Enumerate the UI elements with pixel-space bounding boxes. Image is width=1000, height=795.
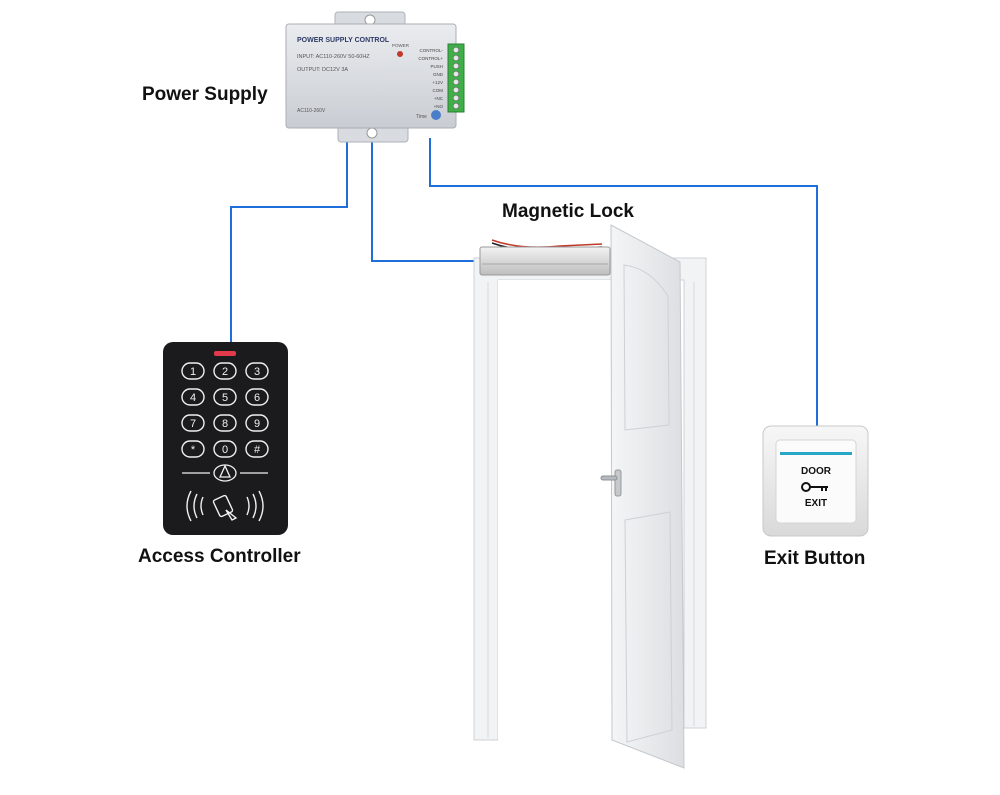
access-controller-label: Access Controller — [138, 546, 301, 567]
svg-text:4: 4 — [190, 392, 196, 404]
svg-text:*: * — [191, 444, 196, 456]
svg-text:8: 8 — [222, 418, 228, 430]
keypad-key: # — [245, 440, 269, 458]
psu-terminal-label: +NO — [434, 104, 444, 109]
psu-terminal-block — [447, 43, 465, 113]
card-reader-icon — [186, 490, 264, 522]
keypad-key: * — [181, 440, 205, 458]
door-handle-icon — [600, 469, 622, 497]
access-controller-keypad: 1 2 3 4 5 6 7 — [163, 342, 288, 535]
magnetic-lock-body — [479, 246, 611, 276]
door-panel — [610, 224, 685, 769]
magnetic-lock — [479, 239, 611, 276]
psu-input-spec: INPUT: AC110-260V 50-60HZ — [297, 54, 370, 60]
door-opening — [498, 280, 612, 740]
exit-button-label: Exit Button — [764, 548, 866, 569]
psu-time-knob-icon — [431, 110, 441, 120]
psu-power-label: POWER — [392, 43, 410, 48]
psu-output-spec: OUTPUT: DC12V 3A — [297, 67, 348, 73]
psu-terminal-label: GND — [433, 72, 444, 77]
psu-terminal-label: +12V — [432, 80, 443, 85]
psu-terminal-label: COM — [433, 88, 444, 93]
svg-text:0: 0 — [222, 444, 228, 456]
exit-button-exit-text: EXIT — [805, 498, 827, 509]
psu-terminal-label: +NC — [434, 96, 444, 101]
svg-text:3: 3 — [254, 366, 260, 378]
keypad-key: 6 — [245, 388, 269, 406]
svg-text:6: 6 — [254, 392, 260, 404]
psu-power-led — [397, 51, 403, 57]
keypad-key: 3 — [245, 362, 269, 380]
exit-button-device: DOOR EXIT — [762, 425, 869, 537]
psu-terminal-label: PUSH — [430, 64, 443, 69]
psu-time-label: Time — [416, 114, 427, 120]
wire-psu-to-access-controller — [230, 140, 348, 345]
wire-psu-to-magnetic-lock — [371, 140, 480, 262]
keypad-key: 7 — [181, 414, 205, 432]
keypad-key: 1 — [181, 362, 205, 380]
bell-icon — [182, 464, 268, 482]
keypad-indicator — [214, 351, 236, 356]
keypad-key: 9 — [245, 414, 269, 432]
keypad-body — [163, 342, 288, 535]
keypad-key: 8 — [213, 414, 237, 432]
exit-button-face — [775, 439, 857, 524]
exit-button-stripe — [780, 452, 852, 455]
wire-psu-to-exit-button — [429, 138, 818, 428]
door-frame — [473, 257, 707, 741]
keypad-key: 0 — [213, 440, 237, 458]
psu-model: AC110-260V — [297, 108, 326, 114]
keypad-key: 2 — [213, 362, 237, 380]
psu-screw-hole — [366, 127, 378, 139]
door-assembly — [473, 224, 707, 769]
svg-text:#: # — [254, 444, 261, 456]
key-icon — [801, 482, 828, 492]
power-supply-label: Power Supply — [142, 84, 268, 105]
keypad-key: 5 — [213, 388, 237, 406]
svg-text:9: 9 — [254, 418, 260, 430]
keypad-key: 4 — [181, 388, 205, 406]
svg-text:2: 2 — [222, 366, 228, 378]
wires — [230, 138, 818, 428]
psu-terminal-label: CONTROL- — [420, 48, 444, 53]
svg-text:7: 7 — [190, 418, 196, 430]
psu-terminal-label: CONTROL+ — [418, 56, 443, 61]
magnetic-lock-label: Magnetic Lock — [502, 201, 634, 222]
psu-terminal-labels: CONTROL- CONTROL+ PUSH GND +12V COM +NC … — [418, 48, 443, 109]
psu-title: POWER SUPPLY CONTROL — [297, 37, 390, 44]
power-supply-unit: POWER SUPPLY CONTROL INPUT: AC110-260V 5… — [285, 11, 465, 143]
svg-text:1: 1 — [190, 366, 196, 378]
svg-text:5: 5 — [222, 392, 228, 404]
exit-button-door-text: DOOR — [801, 466, 832, 477]
